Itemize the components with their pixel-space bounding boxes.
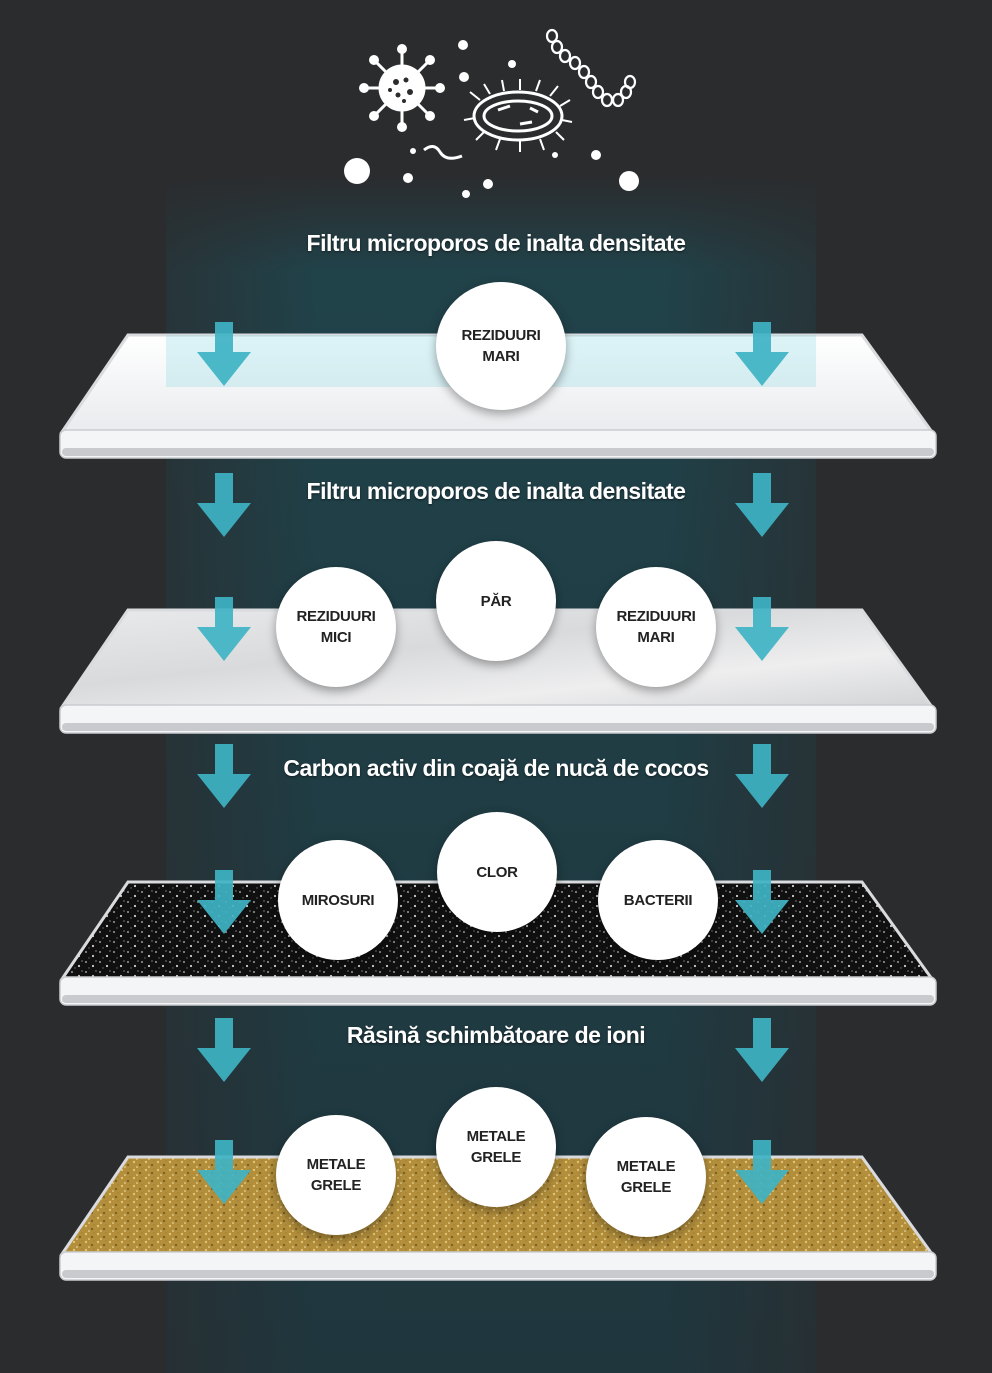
layer-3-title: Carbon activ din coajă de nucă de cocos bbox=[283, 755, 709, 781]
contaminant-circle: REZIDUURI MICI bbox=[276, 567, 396, 687]
down-arrow-icon bbox=[735, 1018, 789, 1082]
contaminant-circle: REZIDUURI MARI bbox=[436, 282, 566, 410]
contaminant-circle: PĂR bbox=[436, 541, 556, 661]
down-arrow-icon bbox=[197, 870, 251, 934]
down-arrow-icon bbox=[197, 473, 251, 537]
layer-2-title: Filtru microporos de inalta densitate bbox=[306, 478, 686, 504]
contaminant-circle: BACTERII bbox=[598, 840, 718, 960]
down-arrow-icon bbox=[735, 473, 789, 537]
contaminant-circle: METALE GRELE bbox=[436, 1087, 556, 1207]
contaminants-illustration bbox=[344, 28, 639, 198]
bacterium-icon bbox=[463, 79, 573, 152]
particle-icon bbox=[344, 40, 639, 198]
down-arrow-icon bbox=[735, 870, 789, 934]
layer-4-title: Răsină schimbătoare de ioni bbox=[346, 1022, 646, 1048]
contaminant-circle: REZIDUURI MARI bbox=[596, 567, 716, 687]
layer-1-title: Filtru microporos de inalta densitate bbox=[306, 230, 686, 256]
down-arrow-icon bbox=[735, 597, 789, 661]
contaminant-circle: METALE GRELE bbox=[276, 1115, 396, 1235]
down-arrow-icon bbox=[735, 1140, 789, 1204]
contaminant-circle: METALE GRELE bbox=[586, 1117, 706, 1237]
virus-icon bbox=[359, 44, 445, 132]
down-arrow-icon bbox=[197, 597, 251, 661]
contaminant-circle: CLOR bbox=[437, 812, 557, 932]
down-arrow-icon bbox=[197, 322, 251, 386]
down-arrow-icon bbox=[197, 1140, 251, 1204]
contaminant-circle: MIROSURI bbox=[278, 840, 398, 960]
down-arrow-icon bbox=[197, 1018, 251, 1082]
bacteria-chain-icon bbox=[545, 28, 637, 108]
down-arrow-icon bbox=[735, 744, 789, 808]
down-arrow-icon bbox=[735, 322, 789, 386]
down-arrow-icon bbox=[197, 744, 251, 808]
